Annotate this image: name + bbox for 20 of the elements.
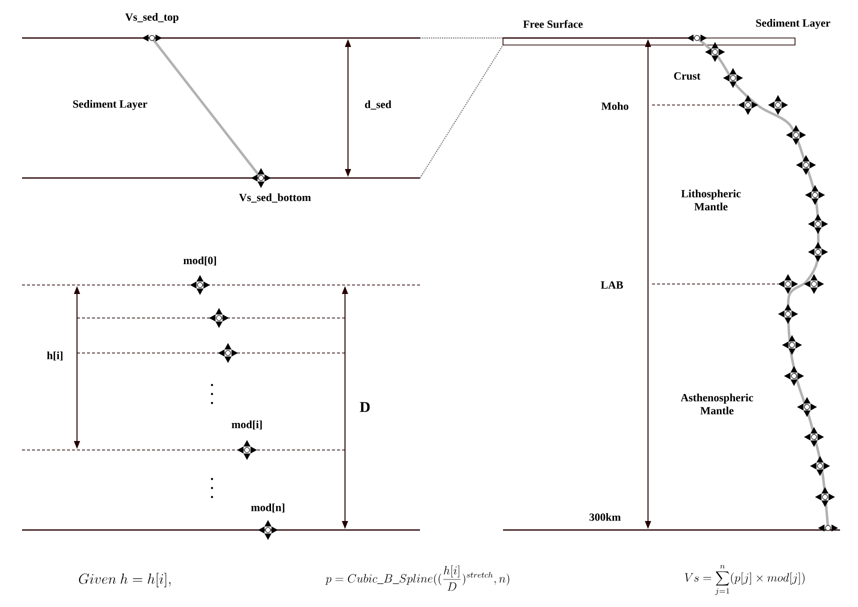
formula: $Given\ h = h[i],$ [78, 572, 171, 588]
boundary-label: Moho [601, 102, 628, 110]
layer-label: Sediment Layer [756, 19, 830, 29]
depth-label: 300km [590, 513, 621, 521]
dimension-label: h[i] [47, 351, 62, 361]
surface-label: Free Surface [523, 20, 583, 28]
layer-label: Crust [674, 72, 700, 80]
dimension-label: D [360, 402, 370, 412]
layer-label: Asthenospheric Mantle [680, 394, 754, 414]
layer-label: Lithospheric Mantle [681, 190, 741, 210]
point-label: mod[n] [251, 503, 284, 513]
formula: $p = Cubic\_B\_Spline((\frac{h[i]}{D})^{stretch}, n)$ [325, 565, 510, 591]
dimension-label: d_sed [365, 100, 392, 110]
layer-label: Sediment Layer [73, 100, 148, 110]
point-label: mod[i] [232, 420, 262, 430]
formula: $Vs = \sum_{j=1}^{n}(p[j] \times mod[j])$ [684, 564, 805, 596]
point-label: mod[0] [184, 256, 216, 266]
boundary-label: LAB [600, 281, 623, 289]
point-label: Vs_sed_bottom [239, 193, 311, 203]
point-label: Vs_sed_top [125, 13, 178, 23]
